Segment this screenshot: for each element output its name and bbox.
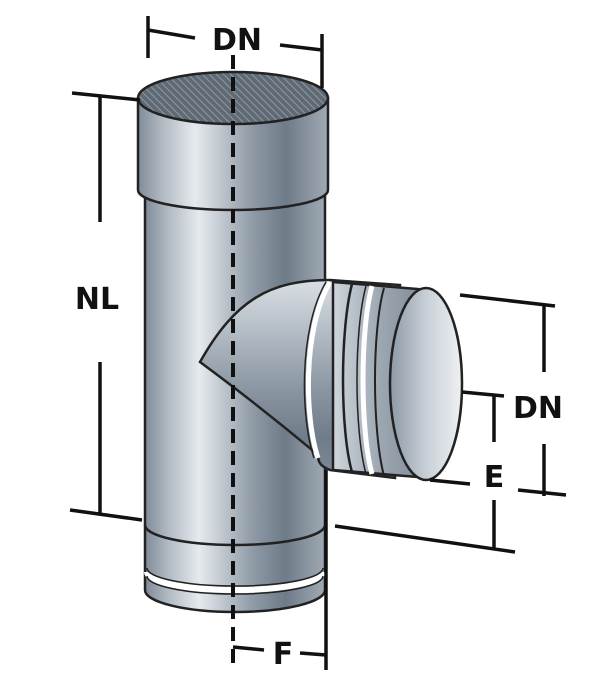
- e-label: E: [484, 460, 505, 495]
- dim-f: [232, 470, 328, 670]
- top-dn-label: DN: [212, 23, 262, 58]
- branch-opening: [388, 286, 464, 482]
- f-label: F: [273, 637, 294, 672]
- branch-dn-label: DN: [513, 391, 563, 426]
- branch-pipe: [198, 278, 464, 482]
- dim-nl: [69, 91, 143, 522]
- dim-top-dn: [146, 16, 324, 88]
- dim-e: [334, 390, 516, 554]
- dim-branch-dn: [429, 293, 567, 497]
- nl-label: NL: [75, 282, 119, 317]
